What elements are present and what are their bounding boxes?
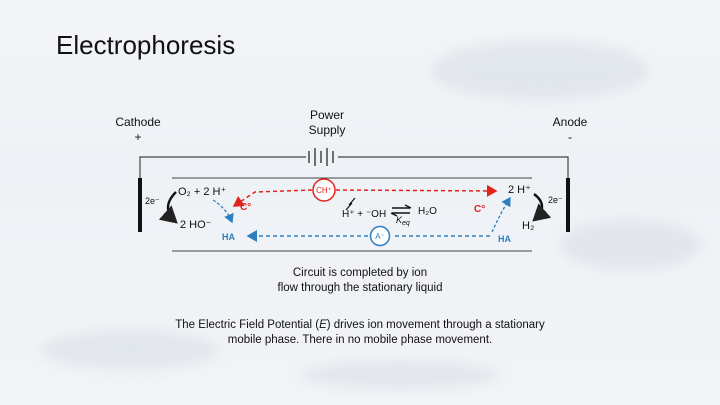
circuit-wire — [139, 156, 569, 178]
cathode-bottom-reaction: 2 HO⁻ — [180, 219, 212, 231]
anion-ion-circle — [369, 225, 391, 247]
field-caption: The Electric Field Potential (E) drives … — [120, 318, 600, 348]
power-line2: Supply — [308, 123, 346, 137]
water-ions-label: H⁺ + ⁻OH — [342, 209, 386, 220]
slide-title: Electrophoresis — [56, 30, 236, 60]
circuit-caption-line2: flow through the stationary liquid — [277, 282, 443, 294]
acid-right-label: HA — [498, 234, 511, 244]
field-caption-var: E — [319, 319, 327, 331]
anion-ion-label: A⁻ — [375, 232, 385, 241]
field-caption-post: ) drives ion movement through a stationa… — [326, 319, 545, 331]
cathode-electron-arrow — [158, 191, 178, 224]
acid-left-label: HA — [222, 232, 235, 242]
background-blob — [430, 40, 650, 100]
cation-ion-label: CH⁺ — [316, 186, 332, 195]
power-line1: Power — [309, 108, 344, 122]
keq-subscript: eq — [402, 220, 410, 227]
background-blob — [40, 330, 220, 370]
cation-flow-right-arrow — [335, 184, 498, 197]
keq-label: Keq — [396, 215, 410, 227]
cathode-name: Cathode — [115, 115, 161, 129]
field-caption-line2: mobile phase. There in no mobile phase m… — [227, 334, 493, 346]
water-label: H₂O — [418, 206, 437, 217]
cation-flow-left-arrow — [232, 189, 313, 207]
background-blob — [560, 220, 700, 270]
field-caption-line1: The Electric Field Potential (E) drives … — [120, 318, 600, 333]
keq-symbol: K — [396, 215, 403, 225]
anode-bottom-reaction: H₂ — [522, 220, 534, 232]
cathode-label: Cathode + — [108, 115, 168, 145]
anode-electron-arrow — [532, 193, 552, 222]
circuit-caption-line1: Circuit is completed by ion — [292, 267, 428, 279]
electrons-right-label: 2e⁻ — [548, 195, 563, 205]
power-supply-label: Power Supply — [295, 108, 359, 138]
cathode-top-reaction: O₂ + 2 H⁺ — [178, 186, 226, 198]
battery-icon — [308, 148, 334, 166]
anode-acid-arrow — [491, 196, 511, 233]
background-blob — [300, 360, 500, 390]
circuit-caption: Circuit is completed by ion flow through… — [230, 266, 490, 296]
dissociation-arrows-icon — [345, 197, 356, 211]
equilibrium-arrows-icon — [390, 204, 412, 217]
cation-right-label: C° — [474, 204, 485, 215]
cation-ion-circle — [312, 178, 336, 202]
cathode-acid-arrow — [212, 199, 234, 224]
anode-label: Anode - — [540, 115, 600, 145]
anode-sign: - — [568, 130, 572, 144]
anode-name: Anode — [552, 115, 588, 129]
anode-top-reaction: 2 H⁺ — [508, 184, 531, 196]
field-caption-pre: The Electric Field Potential ( — [175, 319, 320, 331]
cathode-sign: + — [134, 130, 142, 144]
cation-left-label: C° — [240, 202, 251, 213]
electrons-left-label: 2e⁻ — [145, 196, 160, 206]
